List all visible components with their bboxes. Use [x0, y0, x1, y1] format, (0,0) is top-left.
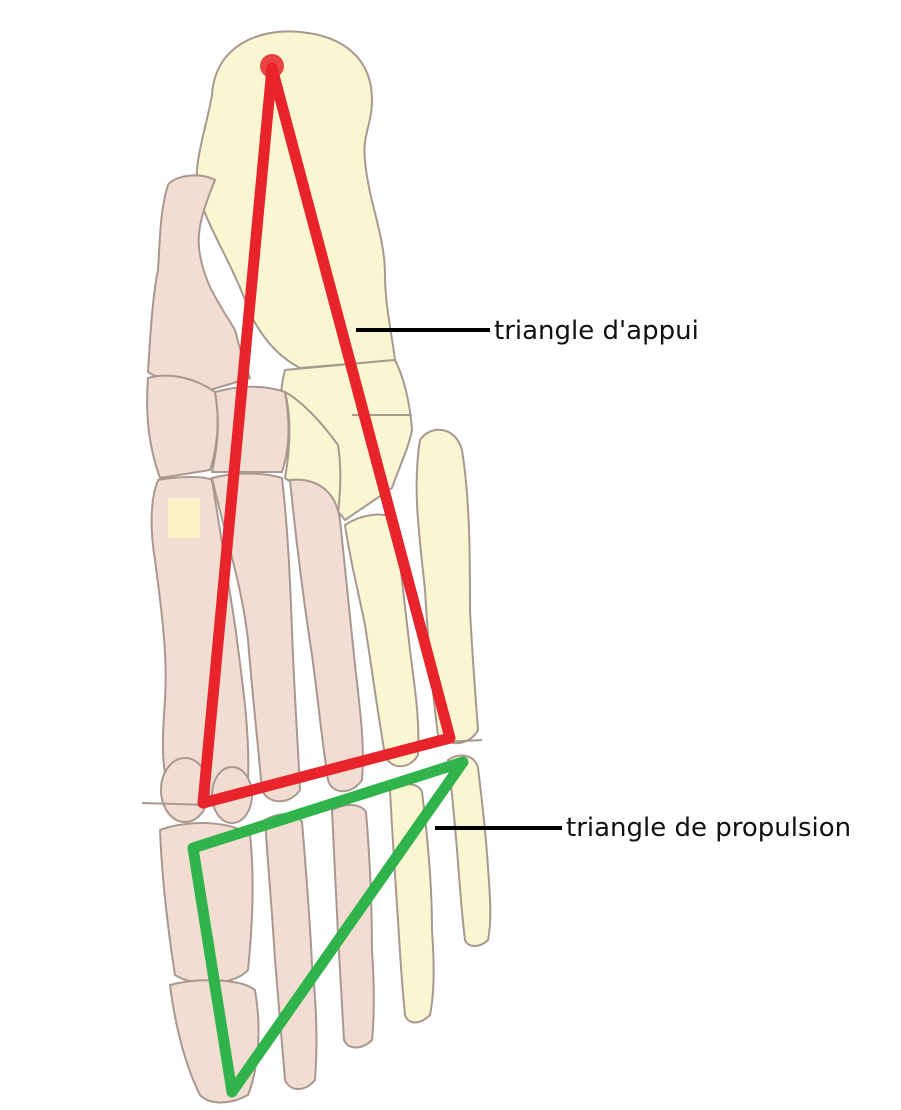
second-toe	[265, 814, 316, 1089]
calcaneus-apex-marker	[260, 54, 284, 78]
cuneiform-2	[212, 387, 288, 472]
fifth-metatarsal	[417, 430, 478, 743]
cuneiform-1	[147, 376, 218, 478]
foot-bones	[142, 31, 490, 1102]
tarsal-highlight	[168, 498, 200, 538]
fifth-toe	[448, 756, 490, 946]
label-triangle-appui: triangle d'appui	[494, 318, 699, 344]
label-triangle-propulsion: triangle de propulsion	[566, 815, 851, 841]
